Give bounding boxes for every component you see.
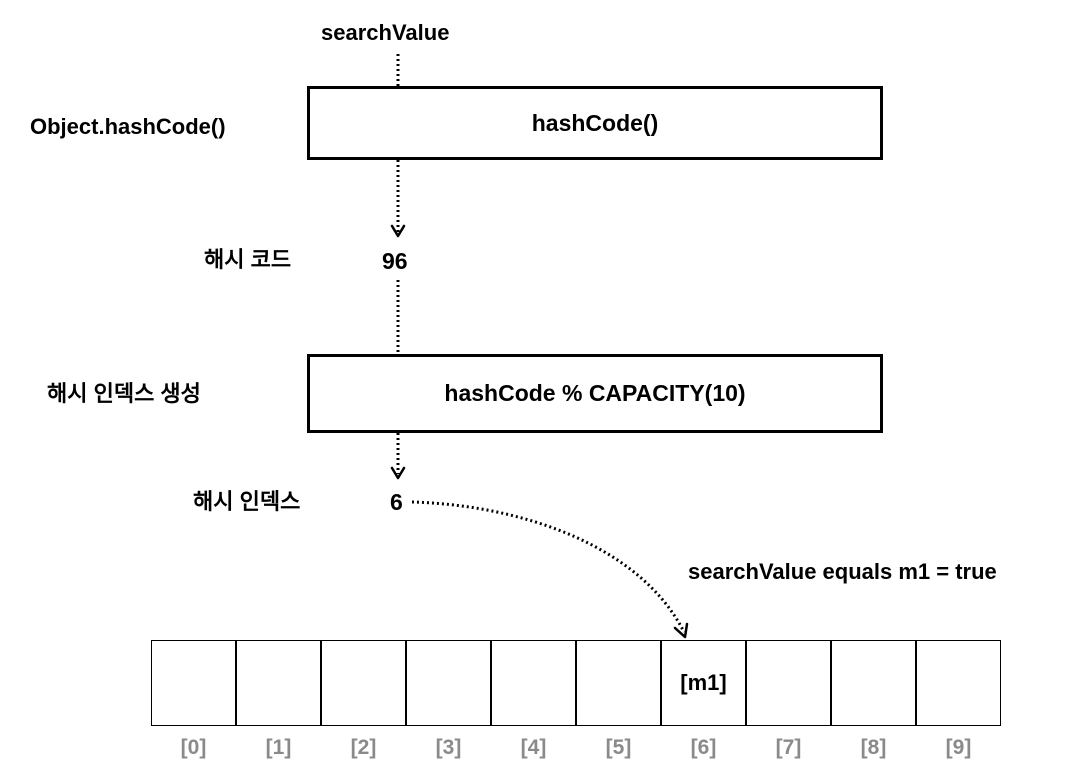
hash-index-generation-label: 해시 인덱스 생성	[47, 381, 201, 406]
equals-result-label: searchValue equals m1 = true	[688, 559, 997, 584]
array-index-4: [4]	[520, 736, 547, 759]
array-index-3: [3]	[435, 736, 462, 759]
array-cell-2	[321, 640, 406, 726]
hash-code-value: 96	[382, 248, 408, 274]
array-index-7: [7]	[775, 736, 802, 759]
search-value-label: searchValue	[321, 20, 450, 45]
hashcode-box: hashCode()	[307, 86, 883, 160]
array-cell-8	[831, 640, 916, 726]
array-cell-1	[236, 640, 321, 726]
array-index-2: [2]	[350, 736, 377, 759]
array-cell-9	[916, 640, 1001, 726]
array-index-5: [5]	[605, 736, 632, 759]
array-cell-0	[151, 640, 236, 726]
index-generation-box-label: hashCode % CAPACITY(10)	[444, 380, 746, 406]
array-cell-7	[746, 640, 831, 726]
array-cell-6: [m1]	[661, 640, 746, 726]
hashcode-box-label: hashCode()	[531, 109, 659, 136]
index-generation-box: hashCode % CAPACITY(10)	[307, 354, 883, 433]
arrowhead-to-cell	[673, 622, 689, 639]
hash-code-label: 해시 코드	[204, 247, 292, 272]
array-cell-5	[576, 640, 661, 726]
array-index-0: [0]	[180, 736, 207, 759]
hash-index-label: 해시 인덱스	[193, 489, 301, 514]
arrowhead-to-6	[390, 466, 406, 480]
array-index-1: [1]	[265, 736, 292, 759]
array-index-8: [8]	[860, 736, 887, 759]
array-index-6: [6]	[690, 736, 717, 759]
connector-6-to-cell	[411, 500, 686, 633]
array-index-9: [9]	[945, 736, 972, 759]
arrowhead-to-96	[390, 224, 406, 238]
array-cell-4	[491, 640, 576, 726]
object-hashcode-label: Object.hashCode()	[30, 114, 226, 139]
hash-index-value: 6	[390, 489, 403, 515]
array-cell-3	[406, 640, 491, 726]
